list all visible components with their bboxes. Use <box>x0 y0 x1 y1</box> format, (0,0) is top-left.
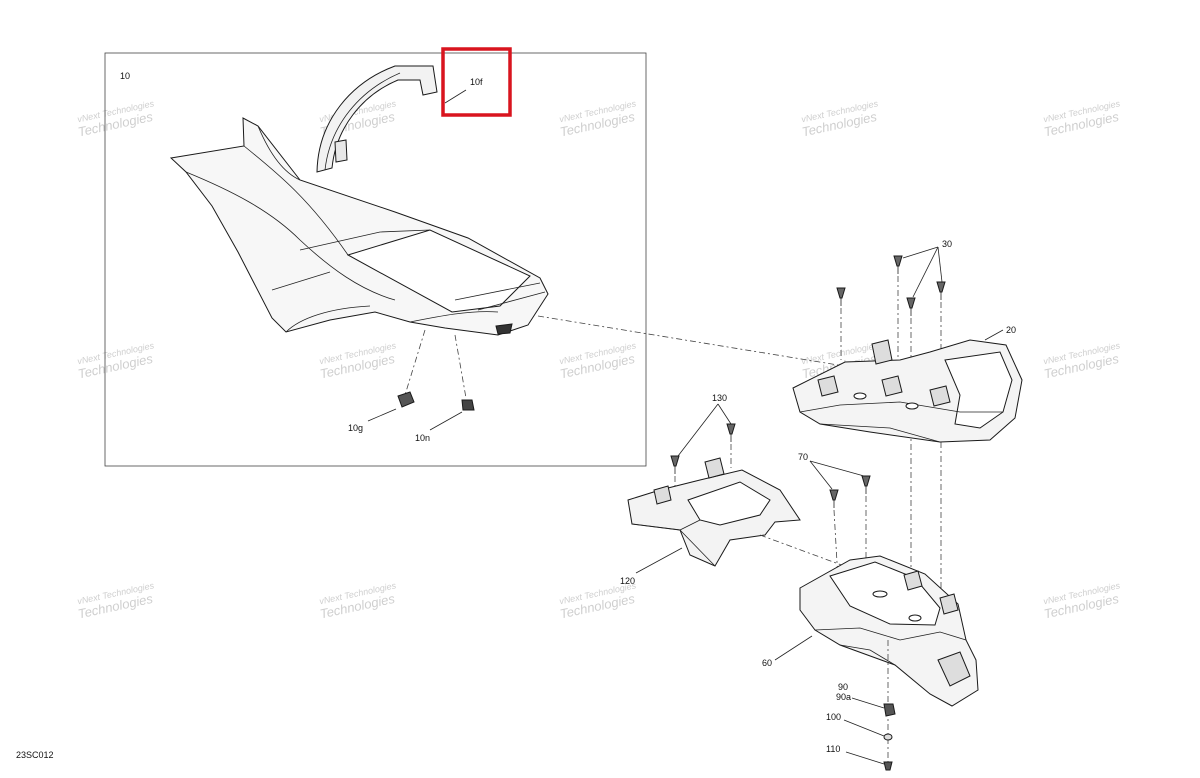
callout-30[interactable]: 30 <box>942 239 952 249</box>
bracket-mount-guide <box>759 534 856 571</box>
screw-part[interactable] <box>726 423 736 442</box>
diagram-code: 23SC012 <box>16 750 54 760</box>
seat-clip-guide <box>454 334 467 399</box>
leader-60 <box>774 635 813 661</box>
seat-clip-guide <box>404 329 426 396</box>
leader-70 <box>809 460 833 490</box>
leader-30 <box>902 246 939 259</box>
screw-part[interactable] <box>906 297 916 316</box>
callout-10f[interactable]: 10f <box>470 77 483 87</box>
callout-20[interactable]: 20 <box>1006 325 1016 335</box>
bracket-part[interactable] <box>627 457 801 567</box>
screw-part[interactable] <box>893 255 903 274</box>
callout-10n[interactable]: 10n <box>415 433 430 443</box>
screw-part[interactable] <box>936 281 946 300</box>
callout-10g[interactable]: 10g <box>348 423 363 433</box>
screw-part[interactable] <box>670 455 680 474</box>
callout-130[interactable]: 130 <box>712 393 727 403</box>
rack-part[interactable] <box>792 339 1023 443</box>
highlight-box <box>441 47 512 117</box>
leader-90 <box>851 697 885 709</box>
clip-part[interactable] <box>397 391 415 408</box>
leader-20 <box>984 329 1004 341</box>
leader-130 <box>677 403 719 457</box>
seat-strap-part[interactable] <box>316 65 438 173</box>
callout-100[interactable]: 100 <box>826 712 841 722</box>
leader-110 <box>845 751 885 765</box>
bolt-part[interactable] <box>883 761 893 771</box>
callout-10[interactable]: 10 <box>120 71 130 81</box>
seat-mount-guide <box>537 315 839 366</box>
leader-10g <box>367 408 397 422</box>
washer-part[interactable] <box>883 733 893 741</box>
leader-100 <box>843 719 885 737</box>
leader-30 <box>912 246 939 298</box>
leader-120 <box>635 547 683 574</box>
leader-70 <box>809 460 865 477</box>
leader-30 <box>937 246 943 283</box>
nut-part[interactable] <box>883 703 896 717</box>
seat-assembly-frame <box>104 52 647 467</box>
leader-10n <box>429 411 463 431</box>
callout-90a[interactable]: 90a <box>836 692 851 702</box>
leader-10f <box>444 89 467 104</box>
screw-part[interactable] <box>836 287 846 306</box>
callout-90[interactable]: 90 <box>838 682 848 692</box>
screw-part[interactable] <box>829 489 839 508</box>
seat-part[interactable] <box>169 117 549 336</box>
callout-60[interactable]: 60 <box>762 658 772 668</box>
leader-130 <box>717 403 732 425</box>
base-part[interactable] <box>799 555 979 707</box>
callout-110[interactable]: 110 <box>826 744 840 754</box>
callout-120[interactable]: 120 <box>620 576 635 586</box>
nut-part[interactable] <box>461 399 475 411</box>
callout-70[interactable]: 70 <box>798 452 808 462</box>
screw-part[interactable] <box>861 475 871 494</box>
